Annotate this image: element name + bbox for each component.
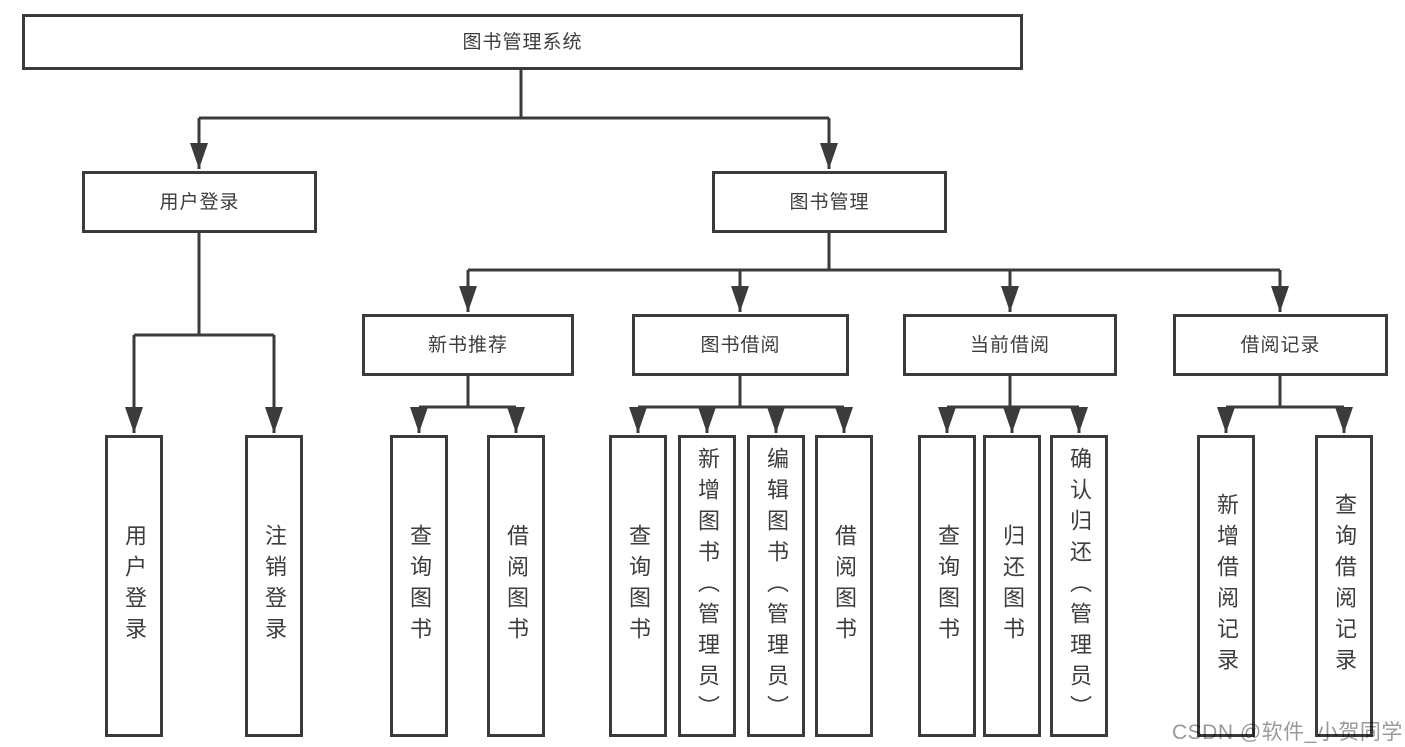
leaf-add-borrow-record: 新增借阅记录 xyxy=(1197,435,1255,737)
node-book-borrowing: 图书借阅 xyxy=(632,314,849,376)
leaf-edit-books-admin: 编辑图书（管理员） xyxy=(747,435,805,737)
leaf-logout: 注销登录 xyxy=(245,435,303,737)
leaf-query-books-borrowing: 查询图书 xyxy=(609,435,667,737)
node-current-borrowing: 当前借阅 xyxy=(903,314,1117,376)
leaf-label: 确认归还（管理员） xyxy=(1067,446,1092,726)
leaf-return-books: 归还图书 xyxy=(983,435,1041,737)
leaf-user-login: 用户登录 xyxy=(105,435,163,737)
leaf-label: 编辑图书（管理员） xyxy=(764,446,789,726)
leaf-borrow-books-recommend: 借阅图书 xyxy=(487,435,545,737)
node-label: 借阅记录 xyxy=(1240,334,1321,356)
node-label: 当前借阅 xyxy=(969,334,1050,356)
leaf-label: 借阅图书 xyxy=(504,524,529,648)
node-label: 图书管理 xyxy=(789,191,870,213)
node-label: 图书管理系统 xyxy=(462,31,583,53)
leaf-label: 新增图书（管理员） xyxy=(695,446,720,726)
node-book-management: 图书管理 xyxy=(712,171,947,233)
leaf-label: 注销登录 xyxy=(262,524,287,648)
node-label: 新书推荐 xyxy=(427,334,508,356)
leaf-query-books-recommend: 查询图书 xyxy=(390,435,448,737)
leaf-label: 借阅图书 xyxy=(832,524,857,648)
leaf-label: 查询图书 xyxy=(935,524,960,648)
node-borrowing-records: 借阅记录 xyxy=(1173,314,1388,376)
leaf-label: 查询图书 xyxy=(407,524,432,648)
leaf-label: 查询借阅记录 xyxy=(1332,493,1357,679)
leaf-label: 新增借阅记录 xyxy=(1214,493,1239,679)
node-label: 图书借阅 xyxy=(700,334,781,356)
node-library-management-system: 图书管理系统 xyxy=(22,14,1023,70)
csdn-watermark: CSDN @软件_小贺同学 xyxy=(1172,721,1403,744)
leaf-query-books-current: 查询图书 xyxy=(918,435,976,737)
node-user-login: 用户登录 xyxy=(82,171,317,233)
node-label: 用户登录 xyxy=(159,191,240,213)
node-new-book-recommendation: 新书推荐 xyxy=(362,314,574,376)
leaf-label: 归还图书 xyxy=(1000,524,1025,648)
leaf-confirm-return-admin: 确认归还（管理员） xyxy=(1050,435,1108,737)
leaf-query-borrow-record: 查询借阅记录 xyxy=(1315,435,1373,737)
leaf-borrow-books-borrowing: 借阅图书 xyxy=(815,435,873,737)
leaf-add-books-admin: 新增图书（管理员） xyxy=(678,435,736,737)
leaf-label: 查询图书 xyxy=(626,524,651,648)
leaf-label: 用户登录 xyxy=(122,524,147,648)
